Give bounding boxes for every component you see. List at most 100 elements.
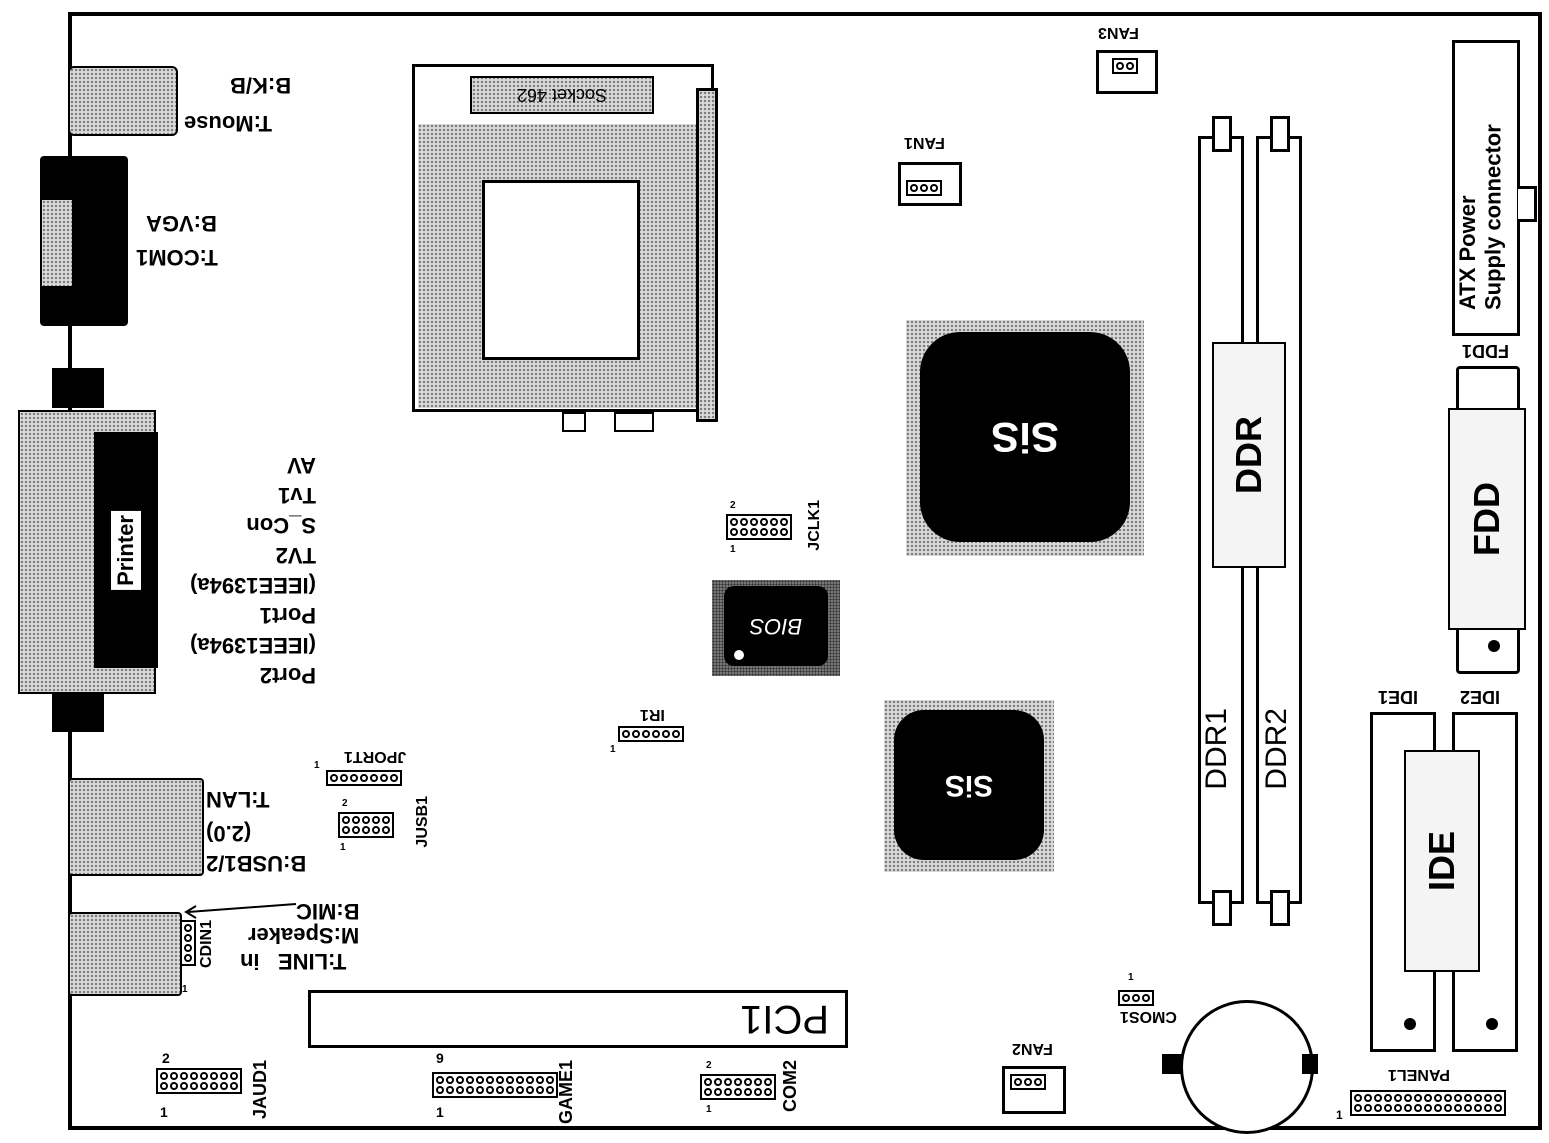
- atx-power-connector: [1452, 40, 1520, 336]
- mic-arrow: [184, 903, 297, 919]
- com2-header: [700, 1074, 776, 1100]
- ddr2-latch-top: [1270, 116, 1290, 152]
- vga-label: B:VGA: [146, 211, 217, 236]
- jclk1-header: [726, 514, 792, 540]
- panel1-pin1: 1: [1336, 1108, 1343, 1122]
- cmos-battery: [1180, 1000, 1314, 1134]
- panel1-header: [1350, 1090, 1506, 1116]
- socket-label: Socket 462: [470, 76, 654, 114]
- cpu-socket-rim: [418, 124, 698, 408]
- jaud1-pin1: 1: [160, 1104, 168, 1120]
- fan1-label: FAN1: [904, 134, 945, 151]
- fan2-pins: [1010, 1074, 1046, 1090]
- ddr-body: DDR: [1212, 342, 1286, 568]
- com2-label: COM2: [780, 1060, 800, 1113]
- lan-usb-port: [68, 778, 204, 876]
- northbridge-chip: SiS: [920, 332, 1130, 542]
- printer-bracket-top: [52, 368, 104, 408]
- jaud1-label: JAUD1: [250, 1060, 270, 1120]
- lan-label: T:LAN: [206, 787, 270, 812]
- game1-label: GAME1: [556, 1060, 576, 1125]
- ir1-pin1: 1: [610, 744, 616, 755]
- av-line-4: TV2: [275, 543, 316, 568]
- fan3-pins: [1112, 58, 1138, 74]
- line-in-label: T:LINE in: [240, 949, 347, 974]
- kb-label: B:K/B: [230, 73, 292, 98]
- ddr2-latch-bottom: [1270, 890, 1290, 926]
- ddr1-latch-bottom: [1212, 890, 1232, 926]
- av-line-0: Port2: [259, 663, 316, 688]
- jusb1-label: JUSB1: [414, 796, 431, 848]
- com-vga-shell: [40, 198, 74, 288]
- cpu-clip-a: [562, 412, 586, 432]
- av-line-5: S_Con: [246, 513, 316, 538]
- ddr2-label: DDR2: [1260, 708, 1293, 790]
- bios-pin1-dot: [734, 650, 744, 660]
- ps2-port: [68, 66, 178, 136]
- fdd-body: FDD: [1448, 408, 1526, 630]
- ide2-pin1-dot: [1486, 1018, 1498, 1030]
- av-line-7: AV: [287, 453, 316, 478]
- fdd1-label: FDD1: [1462, 341, 1510, 361]
- ide-body: IDE: [1404, 750, 1480, 972]
- av-line-3: (IEEE1394a): [190, 573, 316, 598]
- cpu-socket-lever: [696, 88, 718, 422]
- cdin1-label: CDIN1: [198, 920, 215, 969]
- atx-power-notch: [1518, 186, 1537, 222]
- fdd-pin1-dot: [1488, 640, 1500, 652]
- jport1-header: [326, 770, 402, 786]
- printer-bracket-bottom: [52, 692, 104, 732]
- jaud1-pin2: 2: [162, 1050, 170, 1066]
- com1-label: T:COM1: [136, 245, 218, 270]
- speaker-label: M:Speaker: [248, 923, 360, 948]
- jusb1-pin1: 1: [340, 842, 346, 853]
- com2-pin1: 1: [706, 1104, 712, 1115]
- jclk1-pin1: 1: [730, 544, 736, 555]
- ddr-label: DDR: [1228, 416, 1269, 494]
- cpu-clip-b: [614, 412, 654, 432]
- av-line-2: Port1: [259, 603, 316, 628]
- audio-port: [68, 912, 182, 996]
- cmos1-pin1: 1: [1128, 972, 1134, 983]
- mic-label: B:MIC: [296, 899, 360, 924]
- cdin1-pin1: 1: [182, 984, 188, 995]
- jclk1-label: JCLK1: [806, 500, 823, 551]
- ide-label: IDE: [1421, 830, 1462, 891]
- ddr1-label: DDR1: [1200, 708, 1233, 790]
- ir1-header: [618, 726, 684, 742]
- game1-pin9: 9: [436, 1050, 444, 1066]
- cdin1-header: [180, 920, 196, 966]
- cmos1-label: CMOS1: [1120, 1008, 1177, 1025]
- battery-clip-right: [1302, 1054, 1318, 1074]
- ide2-label: IDE2: [1460, 687, 1501, 707]
- fan3-label: FAN3: [1098, 24, 1139, 41]
- ddr1-latch-top: [1212, 116, 1232, 152]
- fan1-pins: [906, 180, 942, 196]
- usb-label: B:USB1/2: [206, 851, 307, 876]
- usb-20-label: (2.0): [206, 821, 252, 846]
- com2-pin2: 2: [706, 1060, 712, 1071]
- ide1-pin1-dot: [1404, 1018, 1416, 1030]
- ide1-label: IDE1: [1378, 687, 1419, 707]
- southbridge-chip: SiS: [894, 710, 1044, 860]
- jusb1-header: [338, 812, 394, 838]
- printer-label: Printer: [111, 510, 141, 590]
- jclk1-pin2: 2: [730, 500, 736, 511]
- fdd-label: FDD: [1466, 482, 1507, 556]
- mouse-label: T:Mouse: [184, 111, 272, 136]
- av-ieee-labels: Port2 (IEEE1394a) Port1 (IEEE1394a) TV2 …: [164, 450, 316, 690]
- battery-clip-left: [1162, 1054, 1182, 1074]
- av-line-1: (IEEE1394a): [190, 633, 316, 658]
- jport1-pin1: 1: [314, 760, 320, 771]
- game1-header: [432, 1072, 558, 1098]
- fan2-label: FAN2: [1012, 1040, 1053, 1057]
- panel1-label: PANEL1: [1388, 1066, 1450, 1083]
- jusb1-pin2: 2: [342, 798, 348, 809]
- jaud1-header: [156, 1068, 242, 1094]
- av-line-6: Tv1: [278, 483, 316, 508]
- cmos1-header: [1118, 990, 1154, 1006]
- jport1-label: JPORT1: [344, 748, 407, 765]
- game1-pin1: 1: [436, 1104, 444, 1120]
- pci1-slot: PCI1: [308, 990, 848, 1048]
